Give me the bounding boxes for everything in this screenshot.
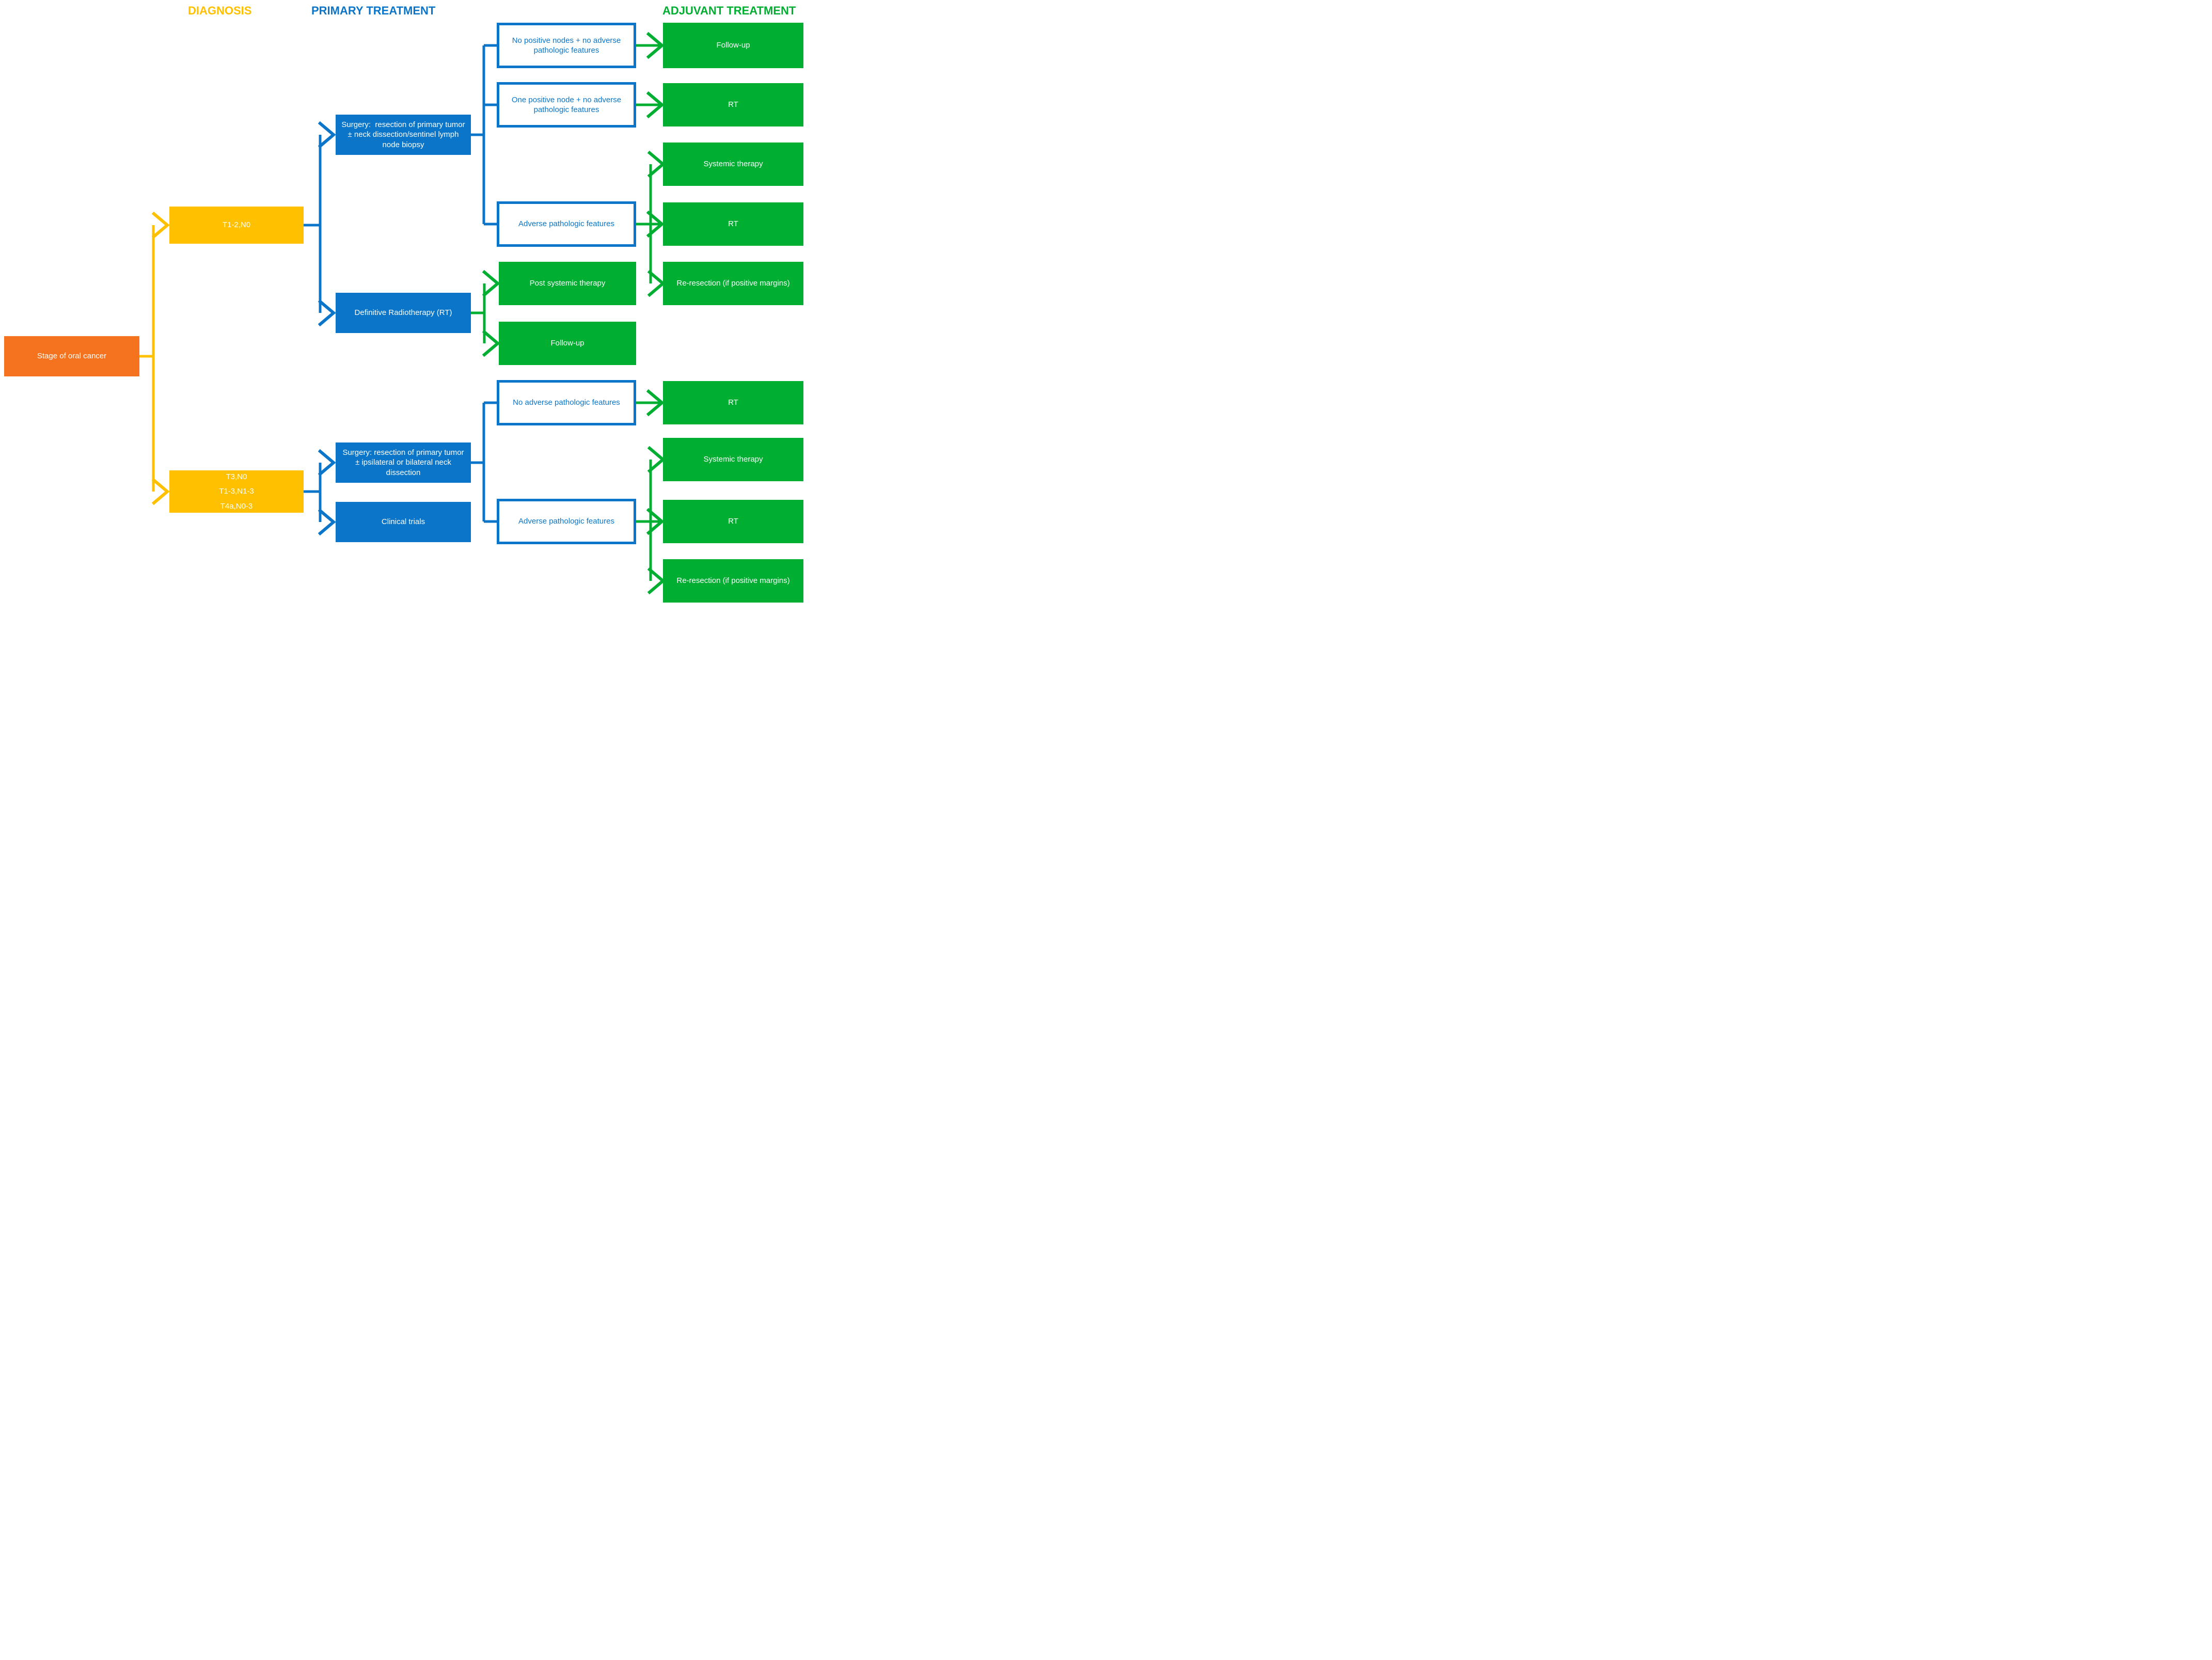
connector-no-adverse-to-rt	[636, 389, 665, 417]
node-label: RT	[728, 100, 738, 109]
node-label-line: T4a,N0-3	[220, 501, 253, 511]
node-rt-adverse-bottom: RT	[663, 500, 803, 543]
node-rt-no-adverse: RT	[663, 381, 803, 424]
node-label-line: T3,N0	[226, 472, 247, 481]
node-label: Systemic therapy	[703, 455, 763, 464]
node-label: Stage of oral cancer	[37, 352, 107, 361]
node-definitive-radiotherapy: Definitive Radiotherapy (RT)	[336, 293, 471, 333]
column-header-adjuvant-treatment: ADJUVANT TREATMENT	[662, 4, 796, 17]
connector-adverse-bottom-to-adjuvant	[636, 446, 666, 595]
node-label: One positive node + no adverse pathologi…	[511, 95, 624, 115]
connector-surgery-bottom-to-findings	[471, 401, 498, 523]
node-clinical-trials: Clinical trials	[336, 502, 471, 542]
node-rt-adverse-top: RT	[663, 202, 803, 246]
connector-t12n0-to-primary	[304, 121, 336, 327]
node-one-positive-node: One positive node + no adverse pathologi…	[497, 82, 636, 128]
node-no-positive-nodes: No positive nodes + no adverse pathologi…	[497, 23, 636, 68]
node-followup: Follow-up	[663, 23, 803, 68]
node-label: Re-resection (if positive margins)	[676, 576, 790, 586]
node-label: RT	[728, 398, 738, 407]
oral-cancer-treatment-flowchart: DIAGNOSIS PRIMARY TREATMENT ADJUVANT TRE…	[0, 0, 805, 611]
node-reresection-top: Re-resection (if positive margins)	[663, 262, 803, 305]
node-label: Systemic therapy	[703, 160, 763, 169]
node-label: Adverse pathologic features	[518, 219, 614, 229]
connector-surgery-top-to-findings	[471, 44, 498, 226]
node-label: Re-resection (if positive margins)	[676, 279, 790, 288]
node-t1-2-n0: T1-2,N0	[169, 207, 304, 244]
connector-no-positive-to-followup	[636, 31, 665, 59]
node-label: Post systemic therapy	[529, 279, 606, 288]
connector-defrt-to-adjuvant	[471, 270, 500, 357]
node-no-adverse-pathologic-features: No adverse pathologic features	[497, 380, 636, 425]
node-t3-t13-t4a: T3,N0 T1-3,N1-3 T4a,N0-3	[169, 470, 304, 513]
node-reresection-bottom: Re-resection (if positive margins)	[663, 559, 803, 603]
node-label: Follow-up	[550, 339, 584, 348]
node-adverse-pathologic-features-top: Adverse pathologic features	[497, 201, 636, 247]
node-label: Follow-up	[716, 41, 750, 50]
node-systemic-therapy-top: Systemic therapy	[663, 143, 803, 186]
node-label: T1-2,N0	[222, 220, 251, 230]
column-header-diagnosis: DIAGNOSIS	[188, 4, 252, 17]
node-followup-after-rt: Follow-up	[499, 322, 636, 365]
flowchart-connectors	[139, 31, 666, 595]
node-label-line: T1-3,N1-3	[219, 487, 254, 496]
node-surgery-resection-sentinel: Surgery: resection of primary tumor ± ne…	[336, 115, 471, 155]
node-label: RT	[728, 219, 738, 229]
node-systemic-therapy-bottom: Systemic therapy	[663, 438, 803, 481]
node-label: Surgery: resection of primary tumor ± ne…	[341, 120, 467, 149]
connector-stage-to-diagnosis	[139, 211, 170, 505]
node-label: Surgery: resection of primary tumor ± ip…	[342, 448, 466, 477]
node-post-systemic-therapy: Post systemic therapy	[499, 262, 636, 305]
node-rt-one-positive: RT	[663, 83, 803, 127]
node-label: RT	[728, 517, 738, 526]
node-label: Definitive Radiotherapy (RT)	[354, 308, 452, 318]
node-label: Clinical trials	[381, 517, 425, 527]
node-label: No positive nodes + no adverse pathologi…	[512, 36, 623, 55]
node-label: Adverse pathologic features	[518, 517, 614, 526]
connector-one-positive-to-rt	[636, 91, 665, 119]
connector-t3n0-to-primary	[304, 449, 336, 536]
column-header-primary-treatment: PRIMARY TREATMENT	[311, 4, 436, 17]
connector-adverse-top-to-adjuvant	[636, 150, 666, 297]
node-stage-of-oral-cancer: Stage of oral cancer	[4, 336, 139, 376]
node-surgery-resection-neck-dissection: Surgery: resection of primary tumor ± ip…	[336, 442, 471, 483]
node-adverse-pathologic-features-bottom: Adverse pathologic features	[497, 499, 636, 544]
node-label: No adverse pathologic features	[513, 398, 620, 407]
